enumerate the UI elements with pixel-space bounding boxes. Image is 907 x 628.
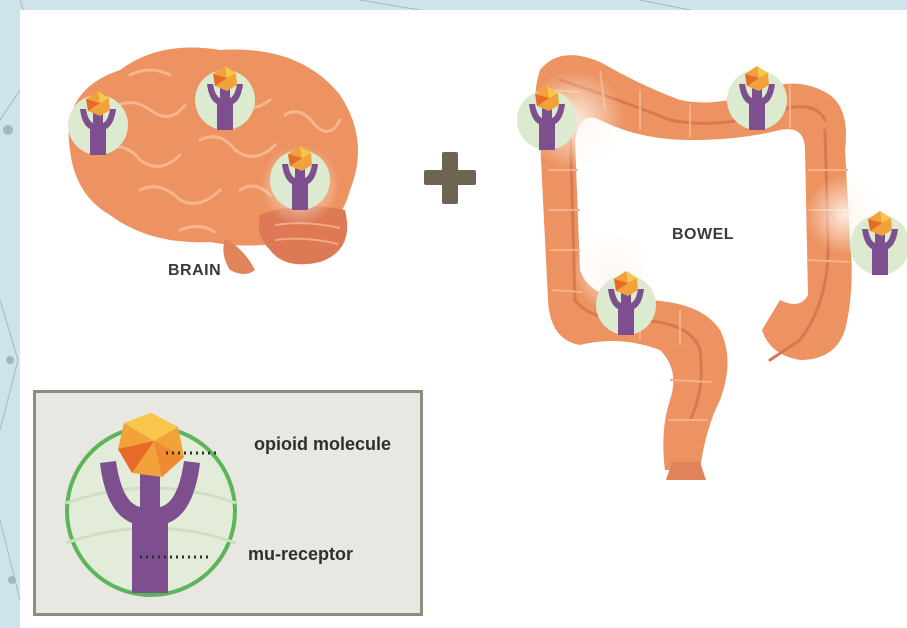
opioid-molecule-label: opioid molecule <box>254 434 391 455</box>
mu-receptor-label: mu-receptor <box>248 544 353 565</box>
brain-label: BRAIN <box>168 262 221 280</box>
bowel-label: BOWEL <box>672 226 734 244</box>
plus-icon <box>424 152 476 204</box>
legend-receptor-icon <box>36 393 420 613</box>
legend-box: opioid molecule mu-receptor <box>33 390 423 616</box>
bowel-receptor-icon <box>727 66 787 130</box>
